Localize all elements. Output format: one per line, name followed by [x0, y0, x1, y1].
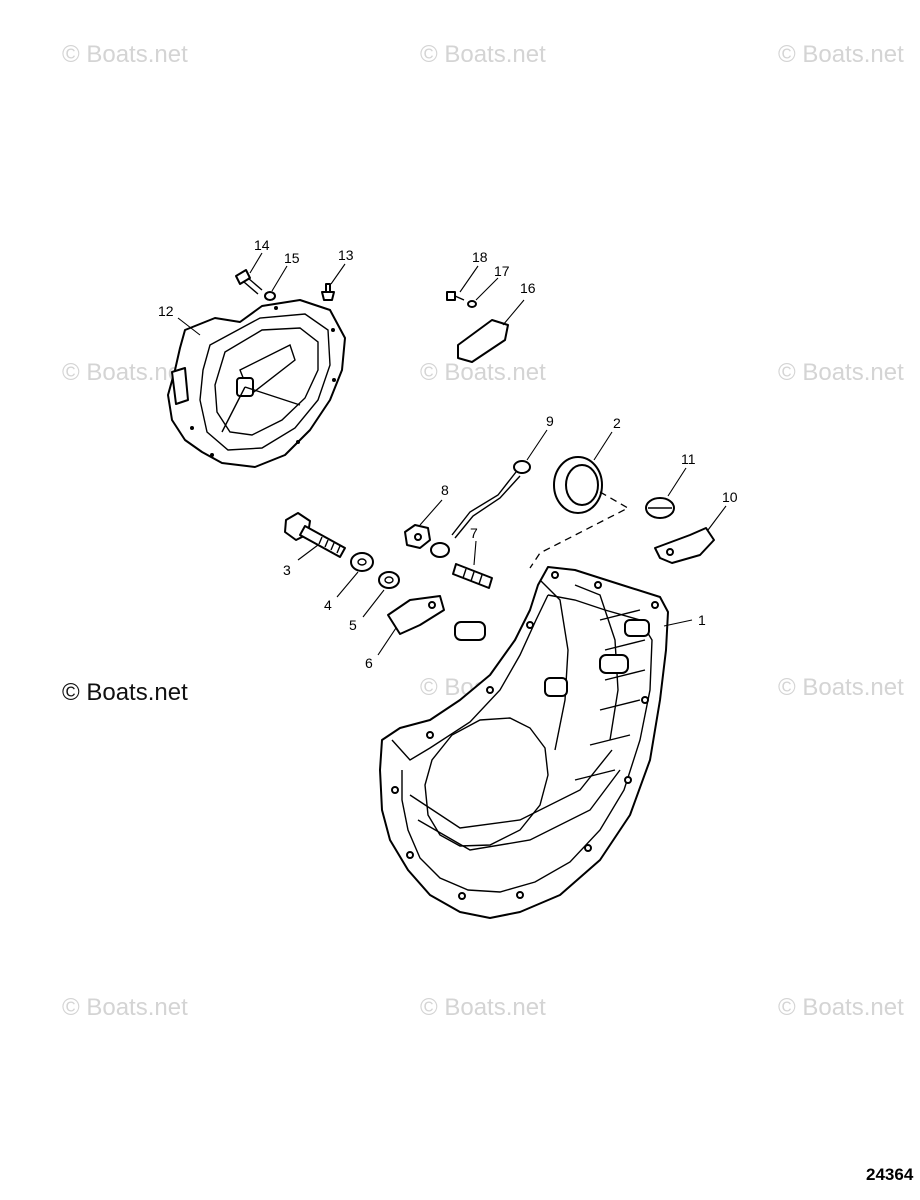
watermark: © Boats.net	[62, 994, 188, 1021]
callout-labels: 1 2 3 4 5 6 7 8 9 10 11 12 13 14 15 16 1…	[158, 237, 738, 671]
part-8-nut	[404, 524, 431, 549]
watermark: © Boats.net	[778, 994, 904, 1021]
callout-10: 10	[722, 489, 738, 505]
part-6-clip	[387, 595, 445, 635]
part-5-washer	[378, 571, 400, 589]
watermark: © Boats.net	[778, 674, 904, 701]
part-3-bolt	[284, 512, 346, 558]
callout-7: 7	[470, 525, 478, 541]
part-14-bolt	[235, 269, 263, 295]
part-7-stud	[452, 563, 493, 589]
callout-11: 11	[681, 451, 696, 467]
part-4-washer	[350, 552, 374, 572]
part-11-plug	[645, 497, 675, 519]
main-watermark: © Boats.net	[62, 679, 188, 706]
callout-16: 16	[520, 280, 536, 296]
callout-4: 4	[324, 597, 332, 613]
callout-13: 13	[338, 247, 354, 263]
callout-8: 8	[441, 482, 449, 498]
callout-2: 2	[613, 415, 621, 431]
part-1-flywheel-housing	[379, 566, 669, 919]
part-17-washer	[467, 300, 477, 308]
watermark: © Boats.net	[62, 41, 188, 68]
part-16-plate	[457, 319, 509, 363]
figure-number: 24364	[866, 1165, 914, 1184]
watermark-layer: © Boats.net © Boats.net © Boats.net © Bo…	[62, 41, 904, 1021]
callout-5: 5	[349, 617, 357, 633]
part-12-cover	[167, 299, 346, 468]
leader-lines	[177, 252, 727, 656]
part-18-screw	[446, 291, 465, 301]
part-9-ground-cable	[430, 460, 531, 558]
callout-6: 6	[365, 655, 373, 671]
callout-12: 12	[158, 303, 174, 319]
part-15-washer	[264, 291, 276, 301]
watermark: © Boats.net	[778, 41, 904, 68]
callout-3: 3	[283, 562, 291, 578]
callout-15: 15	[284, 250, 300, 266]
watermark: © Boats.net	[420, 994, 546, 1021]
callout-17: 17	[494, 263, 510, 279]
part-13-fitting	[321, 283, 335, 301]
assembly-guide-lines	[529, 491, 630, 569]
callout-14: 14	[254, 237, 270, 253]
watermark: © Boats.net	[420, 359, 546, 386]
part-2-seal	[553, 456, 603, 514]
part-10-clip	[654, 527, 715, 564]
watermark: © Boats.net	[62, 359, 188, 386]
callout-1: 1	[698, 612, 706, 628]
callout-9: 9	[546, 413, 554, 429]
watermark: © Boats.net	[778, 359, 904, 386]
watermark: © Boats.net	[420, 41, 546, 68]
callout-18: 18	[472, 249, 488, 265]
